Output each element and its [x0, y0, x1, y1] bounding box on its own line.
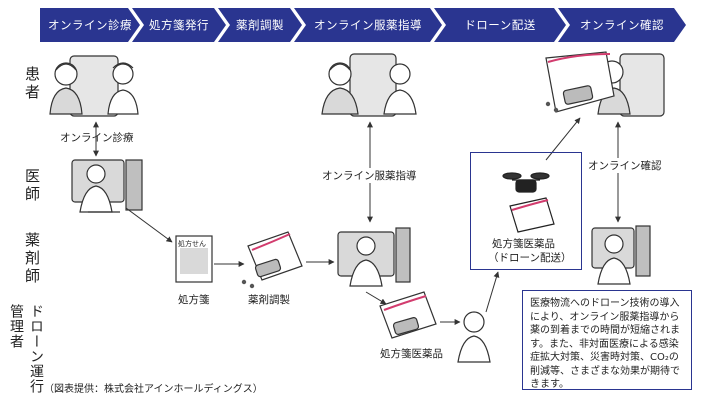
label-online-confirm: オンライン確認 [588, 158, 662, 173]
patient-with-tablet-illustration [49, 55, 139, 117]
step-online-consult: オンライン診療 [40, 8, 140, 42]
step-drone-delivery: ドローン配送 [434, 8, 566, 42]
label-drone-box-line2: （ドローン配送） [488, 252, 572, 264]
drug-bag-illustration [241, 231, 303, 289]
step-drug-prep: 薬剤調製 [218, 8, 302, 42]
row-label-doctor: 医師 [23, 168, 41, 204]
label-prescription: 処方箋 [178, 294, 210, 306]
image-credit: （図表提供：株式会社アインホールディングス） [44, 384, 263, 395]
label-prescription-sheet-title: 処方せん [178, 240, 206, 248]
step-online-confirm: オンライン確認 [558, 8, 686, 42]
label-online-med-guidance: オンライン服薬指導 [322, 168, 417, 183]
step-prescription-issue: 処方箋発行 [132, 8, 226, 42]
drone-operator-illustration [457, 311, 491, 363]
step-online-guidance: オンライン服薬指導 [294, 8, 442, 42]
patient-received-package-illustration [545, 51, 665, 117]
label-online-consult: オンライン診療 [60, 132, 134, 144]
prescription-sheet-illustration [175, 235, 213, 283]
pharmacist-confirm-illustration [591, 225, 651, 285]
patient-guidance-illustration [321, 53, 417, 117]
doctor-illustration [71, 159, 143, 213]
row-label-patient: 患者 [23, 66, 41, 102]
row-label-pharmacist: 薬剤師 [23, 232, 41, 286]
label-drone-box-line1: 処方箋医薬品 [492, 238, 555, 250]
drone-illustration [502, 172, 555, 233]
row-label-drone-operator: ドローン運行管理者 [8, 304, 44, 394]
pharmacist-illustration [337, 227, 411, 287]
label-drug-prep: 薬剤調製 [248, 294, 290, 306]
info-note: 医療物流へのドローン技術の導入により、オンライン服薬指導から薬の到着までの時間が… [522, 290, 692, 390]
label-prescription-drugs: 処方箋医薬品 [380, 348, 443, 360]
drone-delivery-highlight-box [470, 152, 582, 270]
operator-package-illustration [379, 291, 437, 339]
